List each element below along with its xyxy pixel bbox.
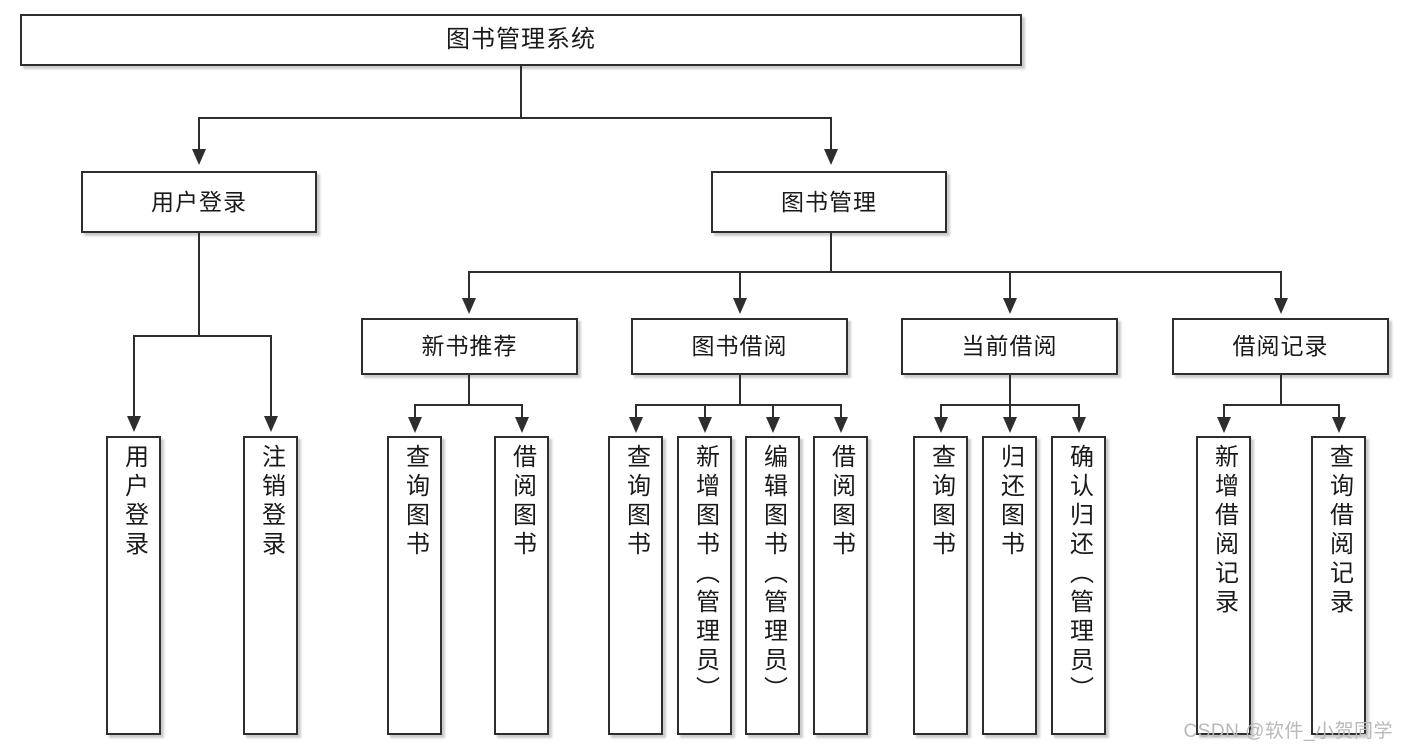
node-label: 新书推荐 bbox=[421, 333, 518, 360]
node-new-book-recommendation[interactable]: 新书推荐 bbox=[361, 318, 578, 375]
connector-new-book-bus bbox=[414, 404, 522, 406]
connector-root-to-book-management bbox=[830, 117, 832, 151]
node-label: 新增图书（管理员） bbox=[691, 444, 719, 705]
connector-book-management-stem bbox=[830, 233, 832, 272]
leaf-nb-query-book[interactable]: 查询图书 bbox=[387, 436, 442, 735]
node-root-book-management-system[interactable]: 图书管理系统 bbox=[20, 14, 1022, 66]
leaf-user-login[interactable]: 用户登录 bbox=[106, 436, 161, 735]
node-label: 图书管理 bbox=[781, 188, 877, 215]
node-label: 图书管理系统 bbox=[446, 26, 596, 53]
node-label: 用户登录 bbox=[120, 444, 148, 560]
node-label: 当前借阅 bbox=[961, 333, 1058, 360]
arrowhead-bb-add-book bbox=[698, 417, 712, 433]
connector-current-borrow-stem bbox=[1009, 375, 1011, 405]
connector-bb-to-leaf-3 bbox=[772, 404, 774, 418]
arrowhead-leaf-logout bbox=[264, 416, 278, 432]
arrowhead-cb-return-book bbox=[1003, 417, 1017, 433]
connector-book-management-bus bbox=[468, 271, 1280, 273]
connector-user-login-stem bbox=[198, 233, 200, 336]
node-book-management[interactable]: 图书管理 bbox=[711, 171, 947, 233]
arrowhead-bb-query-book bbox=[629, 417, 643, 433]
arrowhead-user-login bbox=[192, 149, 206, 165]
arrowhead-borrow-book bbox=[733, 298, 747, 314]
leaf-br-add-record[interactable]: 新增借阅记录 bbox=[1196, 436, 1251, 735]
connector-bb-to-leaf-2 bbox=[704, 404, 706, 418]
node-label: 用户登录 bbox=[151, 188, 247, 215]
leaf-nb-borrow-book[interactable]: 借阅图书 bbox=[494, 436, 549, 735]
node-label: 查询借阅记录 bbox=[1325, 444, 1353, 618]
connector-bb-to-leaf-4 bbox=[840, 404, 842, 418]
node-user-login[interactable]: 用户登录 bbox=[81, 171, 317, 233]
connector-bb-to-leaf-1 bbox=[635, 404, 637, 418]
leaf-bb-borrow-book[interactable]: 借阅图书 bbox=[813, 436, 868, 735]
arrowhead-bb-borrow-book bbox=[834, 417, 848, 433]
arrowhead-book-management bbox=[824, 149, 838, 165]
connector-bm-to-borrow-book bbox=[739, 271, 741, 299]
node-label: 新增借阅记录 bbox=[1210, 444, 1238, 618]
arrowhead-bb-edit-book bbox=[766, 417, 780, 433]
connector-root-stem bbox=[520, 66, 522, 118]
leaf-logout[interactable]: 注销登录 bbox=[243, 436, 298, 735]
arrowhead-borrow-record bbox=[1274, 298, 1288, 314]
connector-user-login-to-leaf-2 bbox=[270, 335, 272, 417]
node-current-borrowing[interactable]: 当前借阅 bbox=[901, 318, 1118, 375]
arrowhead-nb-borrow-book bbox=[515, 417, 529, 433]
connector-borrow-record-stem bbox=[1280, 375, 1282, 405]
leaf-cb-query-book[interactable]: 查询图书 bbox=[913, 436, 968, 735]
leaf-br-query-record[interactable]: 查询借阅记录 bbox=[1311, 436, 1366, 735]
node-label: 查询图书 bbox=[622, 444, 650, 560]
arrowhead-cb-confirm-return bbox=[1072, 417, 1086, 433]
connector-borrow-book-bus bbox=[635, 404, 841, 406]
node-label: 编辑图书（管理员） bbox=[759, 444, 787, 705]
connector-bm-to-borrow-record bbox=[1280, 271, 1282, 299]
arrowhead-nb-query-book bbox=[408, 417, 422, 433]
arrowhead-br-add-record bbox=[1217, 417, 1231, 433]
connector-new-book-stem bbox=[468, 375, 470, 405]
arrowhead-br-query-record bbox=[1332, 417, 1346, 433]
leaf-bb-query-book[interactable]: 查询图书 bbox=[608, 436, 663, 735]
connector-root-to-user-login bbox=[198, 117, 200, 151]
connector-user-login-bus bbox=[133, 335, 270, 337]
node-label: 借阅图书 bbox=[508, 444, 536, 560]
arrowhead-leaf-user-login bbox=[127, 416, 141, 432]
node-label: 借阅记录 bbox=[1232, 333, 1329, 360]
connector-cb-to-leaf-2 bbox=[1009, 404, 1011, 418]
node-label: 图书借阅 bbox=[691, 333, 788, 360]
connector-bm-to-current-borrow bbox=[1009, 271, 1011, 299]
connector-nb-to-leaf-1 bbox=[414, 404, 416, 418]
arrowhead-cb-query-book bbox=[934, 417, 948, 433]
node-label: 查询图书 bbox=[927, 444, 955, 560]
node-label: 注销登录 bbox=[257, 444, 285, 560]
connector-bm-to-new-book bbox=[468, 271, 470, 299]
connector-nb-to-leaf-2 bbox=[521, 404, 523, 418]
leaf-cb-confirm-return[interactable]: 确认归还（管理员） bbox=[1051, 436, 1106, 735]
arrowhead-new-book bbox=[462, 298, 476, 314]
node-borrowing-record[interactable]: 借阅记录 bbox=[1172, 318, 1389, 375]
node-label: 归还图书 bbox=[996, 444, 1024, 560]
node-label: 借阅图书 bbox=[827, 444, 855, 560]
leaf-cb-return-book[interactable]: 归还图书 bbox=[982, 436, 1037, 735]
connector-br-to-leaf-2 bbox=[1338, 404, 1340, 418]
arrowhead-current-borrow bbox=[1003, 298, 1017, 314]
node-book-borrowing[interactable]: 图书借阅 bbox=[631, 318, 848, 375]
connector-borrow-book-stem bbox=[739, 375, 741, 405]
connector-root-bus bbox=[198, 117, 832, 119]
connector-br-to-leaf-1 bbox=[1223, 404, 1225, 418]
connector-cb-to-leaf-1 bbox=[940, 404, 942, 418]
connector-user-login-to-leaf-1 bbox=[133, 335, 135, 417]
leaf-bb-edit-book[interactable]: 编辑图书（管理员） bbox=[745, 436, 800, 735]
leaf-bb-add-book[interactable]: 新增图书（管理员） bbox=[677, 436, 732, 735]
node-label: 查询图书 bbox=[401, 444, 429, 560]
node-label: 确认归还（管理员） bbox=[1065, 444, 1093, 705]
connector-cb-to-leaf-3 bbox=[1078, 404, 1080, 418]
connector-borrow-record-bus bbox=[1223, 404, 1339, 406]
